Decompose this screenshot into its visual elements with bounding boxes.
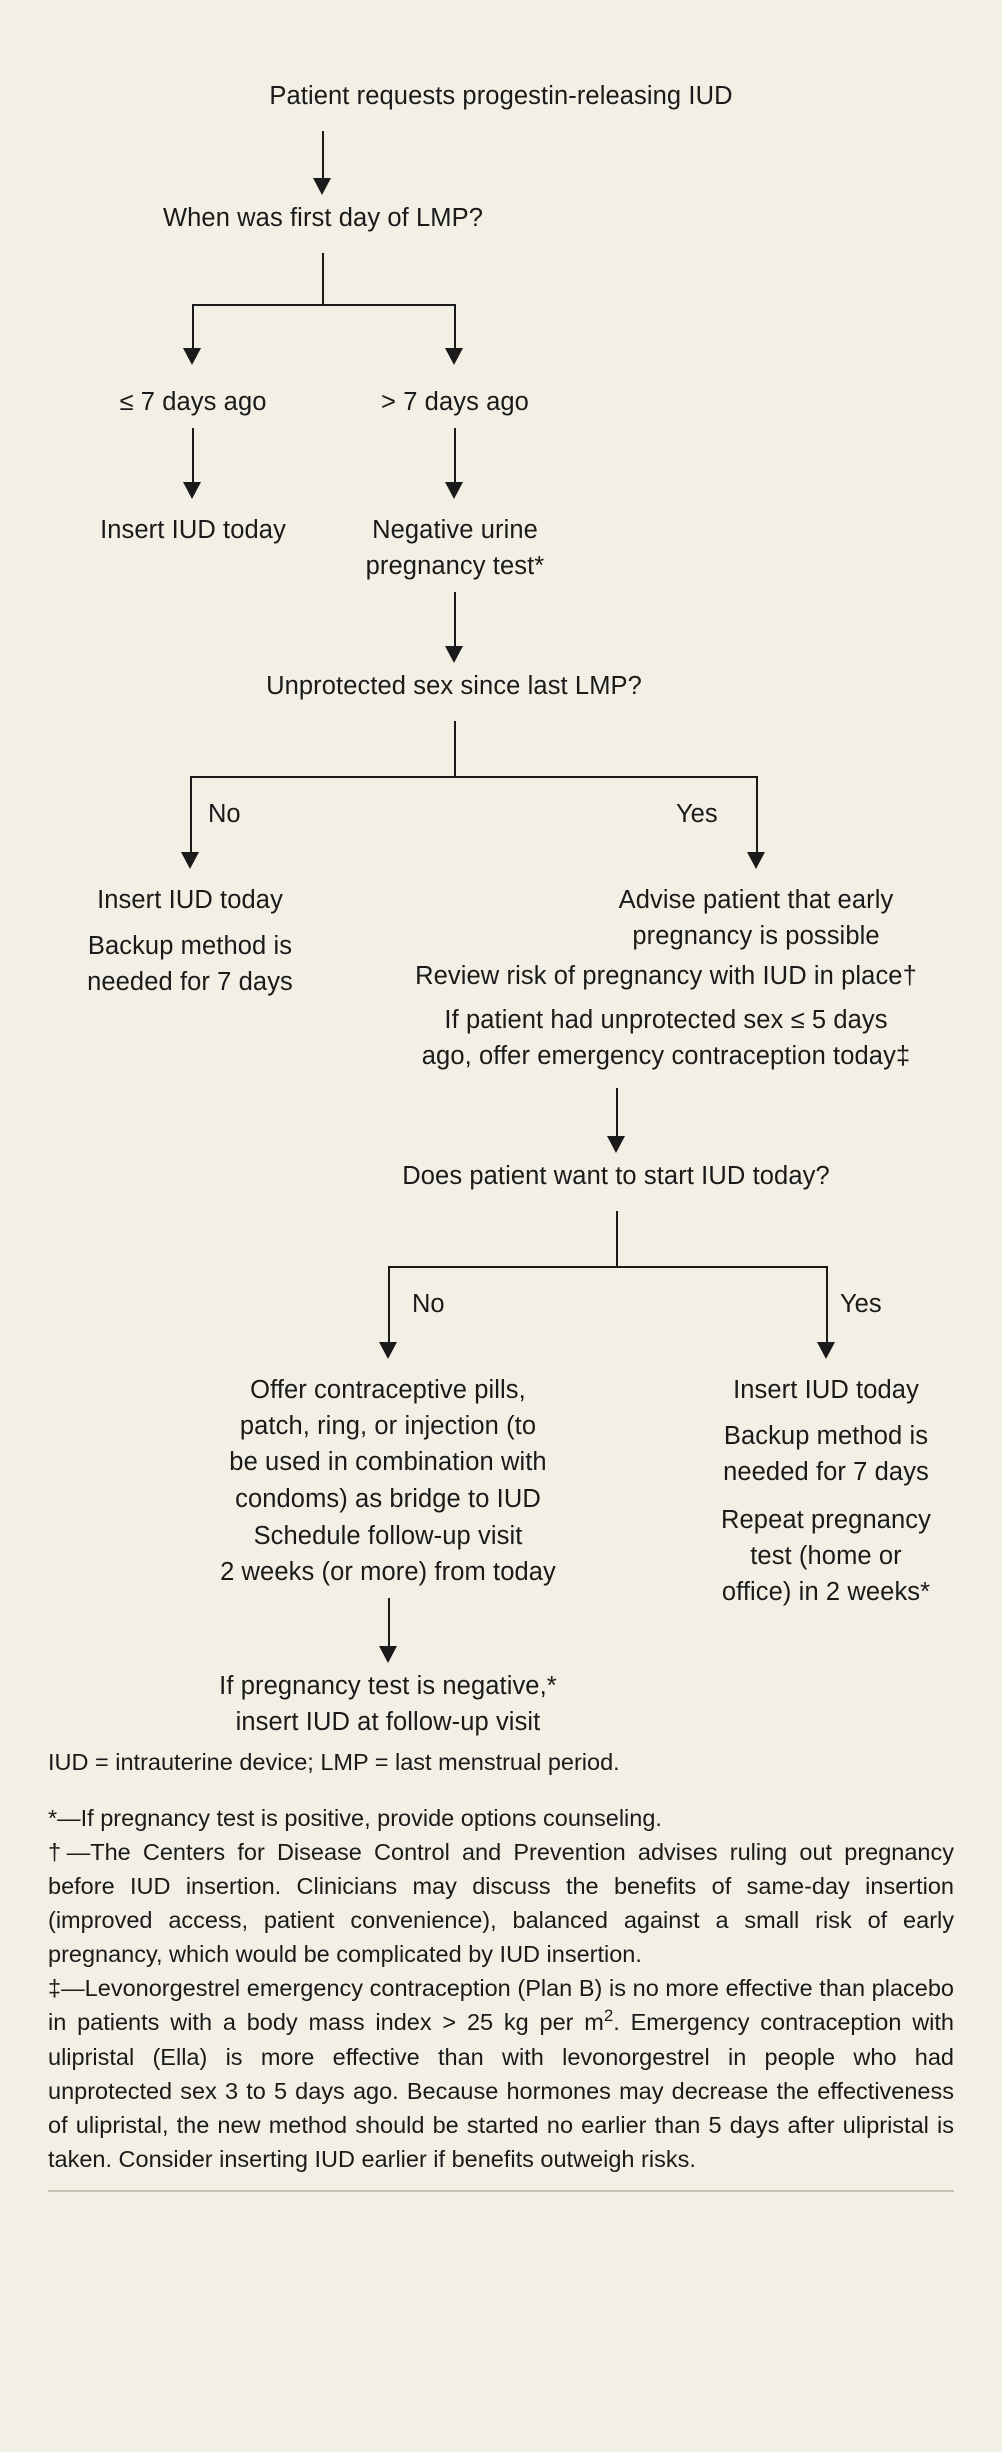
node-review-risk: Review risk of pregnancy with IUD in pla…: [415, 962, 917, 990]
node-backup-method-1: Backup method is needed for 7 days: [87, 932, 293, 997]
footnote-double-dagger-part2: . Emergency contraception with uliprista…: [48, 2009, 954, 2172]
arrowhead-lmp-left: [183, 348, 201, 365]
node-negative-urine-test: Negative urine pregnancy test*: [365, 516, 545, 581]
footnote-double-dagger: ‡—Levonorgestrel emergency contraception…: [48, 1971, 954, 2175]
node-advise-early-pregnancy: Advise patient that early pregnancy is p…: [618, 886, 894, 951]
connector-want-iud-right-drop: [826, 1266, 828, 1346]
footnote-dagger: †—The Centers for Disease Control and Pr…: [48, 1839, 954, 1968]
label-yes-want-iud: Yes: [840, 1290, 882, 1318]
node-unprotected-sex-question: Unprotected sex since last LMP?: [266, 672, 642, 700]
connector-le7-to-insert: [192, 428, 194, 486]
flowchart-canvas: Patient requests progestin-releasing IUD…: [87, 82, 931, 1737]
node-final-insert-followup: If pregnancy test is negative,* insert I…: [219, 1672, 557, 1737]
footnote-legend: IUD = intrauterine device; LMP = last me…: [48, 1749, 620, 1775]
arrowhead-start-to-lmp: [313, 178, 331, 195]
arrowhead-yes-to-want-iud: [607, 1136, 625, 1153]
bottom-divider: [48, 2189, 954, 2192]
label-no-unprotected: No: [208, 800, 241, 828]
node-emergency-contraception: If patient had unprotected sex ≤ 5 days …: [421, 1006, 911, 1071]
connector-want-iud-left-drop: [388, 1266, 390, 1346]
connector-want-iud-stem: [616, 1211, 618, 1267]
node-insert-iud-today-3: Insert IUD today: [733, 1376, 919, 1404]
node-branch-gt-7-days: > 7 days ago: [381, 388, 529, 416]
arrowhead-unprotected-no: [181, 852, 199, 869]
connector-test-to-unprotected: [454, 592, 456, 650]
connector-lmp-stem: [322, 253, 324, 305]
arrowhead-le7-to-insert: [183, 482, 201, 499]
node-start: Patient requests progestin-releasing IUD: [269, 82, 733, 110]
node-insert-iud-today-2: Insert IUD today: [97, 886, 283, 914]
arrowhead-lmp-right: [445, 348, 463, 365]
footnote-block: *—If pregnancy test is positive, provide…: [48, 1801, 954, 2176]
node-want-iud-question: Does patient want to start IUD today?: [402, 1162, 830, 1190]
footnote-double-dagger-part1: ‡—Levonorgestrel emergency contraception…: [48, 1975, 954, 2036]
node-repeat-pregnancy-test: Repeat pregnancy test (home or office) i…: [721, 1506, 931, 1607]
connector-yes-to-want-iud: [616, 1088, 618, 1140]
label-yes-unprotected: Yes: [676, 800, 718, 828]
connector-want-iud-split: [388, 1266, 826, 1268]
footnote-star: *—If pregnancy test is positive, provide…: [48, 1805, 662, 1832]
arrowhead-want-iud-yes: [817, 1342, 835, 1359]
arrowhead-followup-to-final: [379, 1646, 397, 1663]
arrowhead-gt7-to-test: [445, 482, 463, 499]
node-insert-iud-today-1: Insert IUD today: [100, 516, 286, 544]
node-schedule-followup: Schedule follow-up visit 2 weeks (or mor…: [220, 1522, 556, 1587]
connector-start-to-lmp: [322, 131, 324, 182]
footnotes-section: IUD = intrauterine device; LMP = last me…: [0, 1745, 1002, 2206]
arrowhead-want-iud-no: [379, 1342, 397, 1359]
node-backup-method-2: Backup method is needed for 7 days: [723, 1422, 929, 1487]
node-lmp-question: When was first day of LMP?: [162, 204, 484, 232]
label-no-want-iud: No: [412, 1290, 445, 1318]
footnote-superscript-two: 2: [603, 2006, 614, 2026]
connector-unprotected-stem: [454, 721, 456, 777]
connector-unprotected-split: [190, 776, 758, 778]
connector-unprotected-left-drop: [190, 776, 192, 856]
arrowhead-unprotected-yes: [747, 852, 765, 869]
arrowhead-test-to-unprotected: [445, 646, 463, 663]
connector-followup-to-final: [388, 1598, 390, 1650]
connector-unprotected-right-drop: [756, 776, 758, 856]
connector-lmp-right-drop: [454, 304, 456, 352]
node-offer-contraceptive-pills: Offer contraceptive pills, patch, ring, …: [229, 1376, 547, 1513]
connector-lmp-left-drop: [192, 304, 194, 352]
node-branch-le-7-days: ≤ 7 days ago: [119, 388, 267, 416]
connector-gt7-to-test: [454, 428, 456, 486]
connector-lmp-split: [192, 304, 454, 306]
